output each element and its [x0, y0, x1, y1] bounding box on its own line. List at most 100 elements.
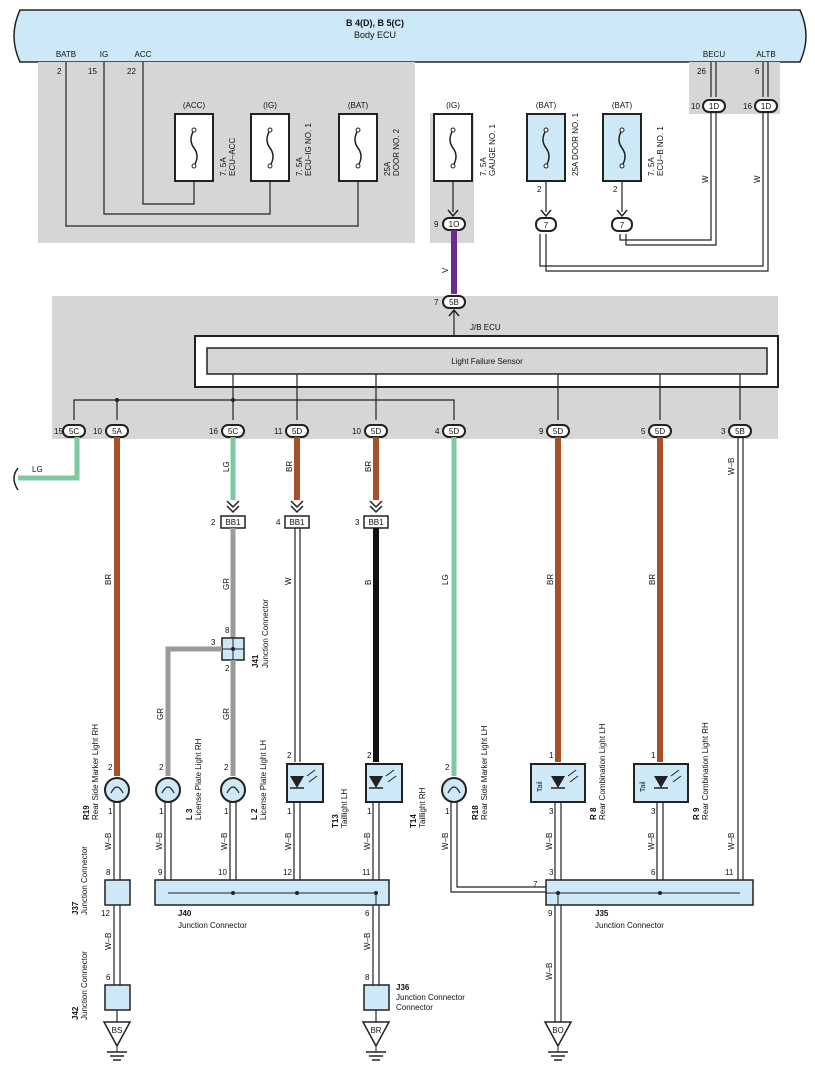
wire-color-label: BR	[285, 461, 294, 472]
fuse-ecu-ig-no1: (IG) 7. 5A ECU–IG NO. 1	[250, 101, 313, 182]
connector-bb1-b: BB1	[284, 500, 310, 529]
wire-gr-l3	[165, 646, 222, 776]
svg-text:R 9: R 9	[692, 807, 701, 820]
pin-label: 3	[549, 807, 554, 816]
pin-label: 2	[287, 751, 292, 760]
fuse-door-no1: (BAT) 25A DOOR NO. 1	[526, 101, 580, 182]
pin-label: 7	[533, 880, 538, 889]
ground-br: BR	[361, 1021, 391, 1061]
wire-color-label: LG	[222, 461, 231, 472]
svg-text:J35: J35	[595, 909, 609, 918]
pin-label: 2	[367, 751, 372, 760]
svg-text:Tail: Tail	[537, 781, 544, 792]
body-ecu-box	[13, 9, 807, 63]
pin-label: 3	[211, 638, 216, 647]
pin-label: 12	[101, 909, 110, 918]
pin-label: 3	[651, 807, 656, 816]
svg-text:(BAT): (BAT)	[348, 101, 369, 110]
svg-text:(IG): (IG)	[446, 101, 460, 110]
lamp-t13: T13 Taillight LH	[286, 763, 349, 828]
connector-1d-becu: 1D	[702, 99, 726, 113]
svg-text:R18: R18	[471, 805, 480, 820]
wire-color-label: BR	[648, 574, 657, 585]
wire-color-label: LG	[441, 574, 450, 585]
svg-text:7. 5A: 7. 5A	[219, 157, 228, 176]
svg-text:Junction Connector: Junction Connector	[178, 921, 247, 930]
wire-color-label: W–B	[545, 833, 554, 850]
svg-text:J40: J40	[178, 909, 192, 918]
connector-5c-a: 5C	[62, 424, 86, 438]
junction-j35: J35 Junction Connector	[545, 879, 754, 930]
svg-text:ECU–ACC: ECU–ACC	[228, 138, 237, 176]
wire-color-label: W–B	[545, 963, 554, 980]
pin-label: 2	[613, 185, 618, 194]
lamp-r19: R19 Rear Side Marker Light RH	[82, 724, 130, 820]
pin-label: 8	[106, 868, 111, 877]
wire-color-label: W–B	[104, 933, 113, 950]
wire-w-altb	[545, 112, 769, 272]
wire-color-label: W–B	[220, 833, 229, 850]
svg-text:BB1: BB1	[225, 518, 241, 527]
wire-color-label: V	[441, 267, 450, 273]
fuse-ecu-b-no1: (BAT) 7. 5A ECU–B NO. 1	[602, 101, 665, 182]
lamp-r18: R18 Rear Side Marker Light LH	[441, 725, 489, 820]
pin-label: 10	[218, 868, 227, 877]
pin-label: 8	[225, 626, 230, 635]
pin-label: 7	[434, 298, 439, 307]
wire-w-becu	[625, 112, 717, 246]
svg-text:Junction Connector: Junction Connector	[261, 599, 270, 668]
pin-label: 11	[274, 427, 283, 436]
connector-1d-altb: 1D	[754, 99, 778, 113]
pin-label: 2	[537, 185, 542, 194]
wire-color-label: BR	[546, 574, 555, 585]
wire-color-label: W	[701, 175, 710, 183]
svg-text:R 8: R 8	[589, 807, 598, 820]
wire-lg-left	[18, 437, 80, 481]
svg-text:(IG): (IG)	[263, 101, 277, 110]
svg-text:T13: T13	[331, 814, 340, 828]
svg-text:Taillight RH: Taillight RH	[418, 787, 427, 828]
wire-color-label: W–B	[727, 458, 736, 475]
svg-text:R19: R19	[82, 805, 91, 820]
svg-text:J42: J42	[71, 1006, 80, 1020]
svg-text:(ACC): (ACC)	[183, 101, 206, 110]
svg-text:ECU–IG NO. 1: ECU–IG NO. 1	[304, 123, 313, 176]
junction-j42: J42 Junction Connector	[71, 951, 131, 1020]
svg-text:Junction Connector: Junction Connector	[396, 993, 465, 1002]
jb-bus	[73, 399, 455, 420]
wire-wb-r18	[450, 802, 546, 893]
wire-color-label: GR	[222, 578, 231, 590]
connector-5d-2: 5D	[364, 424, 388, 438]
svg-text:Junction Connector: Junction Connector	[80, 951, 89, 1020]
pin-label: 2	[159, 763, 164, 772]
pin-label: 9	[539, 427, 544, 436]
wire-color-label: BR	[104, 574, 113, 585]
pin-label: 1	[549, 751, 554, 760]
pin-label: 6	[106, 973, 111, 982]
wire-color-label: B	[364, 580, 373, 585]
svg-text:BB1: BB1	[289, 518, 305, 527]
svg-text:Connector: Connector	[396, 1003, 433, 1012]
pin-label: 2	[108, 763, 113, 772]
wire-color-label: BR	[364, 461, 373, 472]
pin-label: 5	[641, 427, 646, 436]
svg-text:DOOR NO. 2: DOOR NO. 2	[392, 128, 401, 176]
svg-text:25A DOOR NO. 1: 25A DOOR NO. 1	[571, 112, 580, 176]
pin-label: 10	[352, 427, 361, 436]
svg-text:BS: BS	[112, 1026, 123, 1035]
svg-text:L 2: L 2	[250, 808, 259, 820]
pin-label: 2	[445, 763, 450, 772]
splice-dot	[231, 398, 235, 402]
svg-text:7. 5A: 7. 5A	[295, 157, 304, 176]
terminal-altb: ALTB	[756, 50, 775, 59]
wire-ig	[103, 62, 271, 215]
pin-label: 22	[127, 67, 136, 76]
pin-label: 15	[54, 427, 63, 436]
wire-color-label: GR	[156, 708, 165, 720]
svg-text:7. 5A: 7. 5A	[647, 157, 656, 176]
wire-color-label: W–B	[155, 833, 164, 850]
pin-label: 3	[721, 427, 726, 436]
connector-5a: 5A	[105, 424, 129, 438]
connector-5d-4: 5D	[546, 424, 570, 438]
svg-text:1D: 1D	[709, 102, 719, 111]
